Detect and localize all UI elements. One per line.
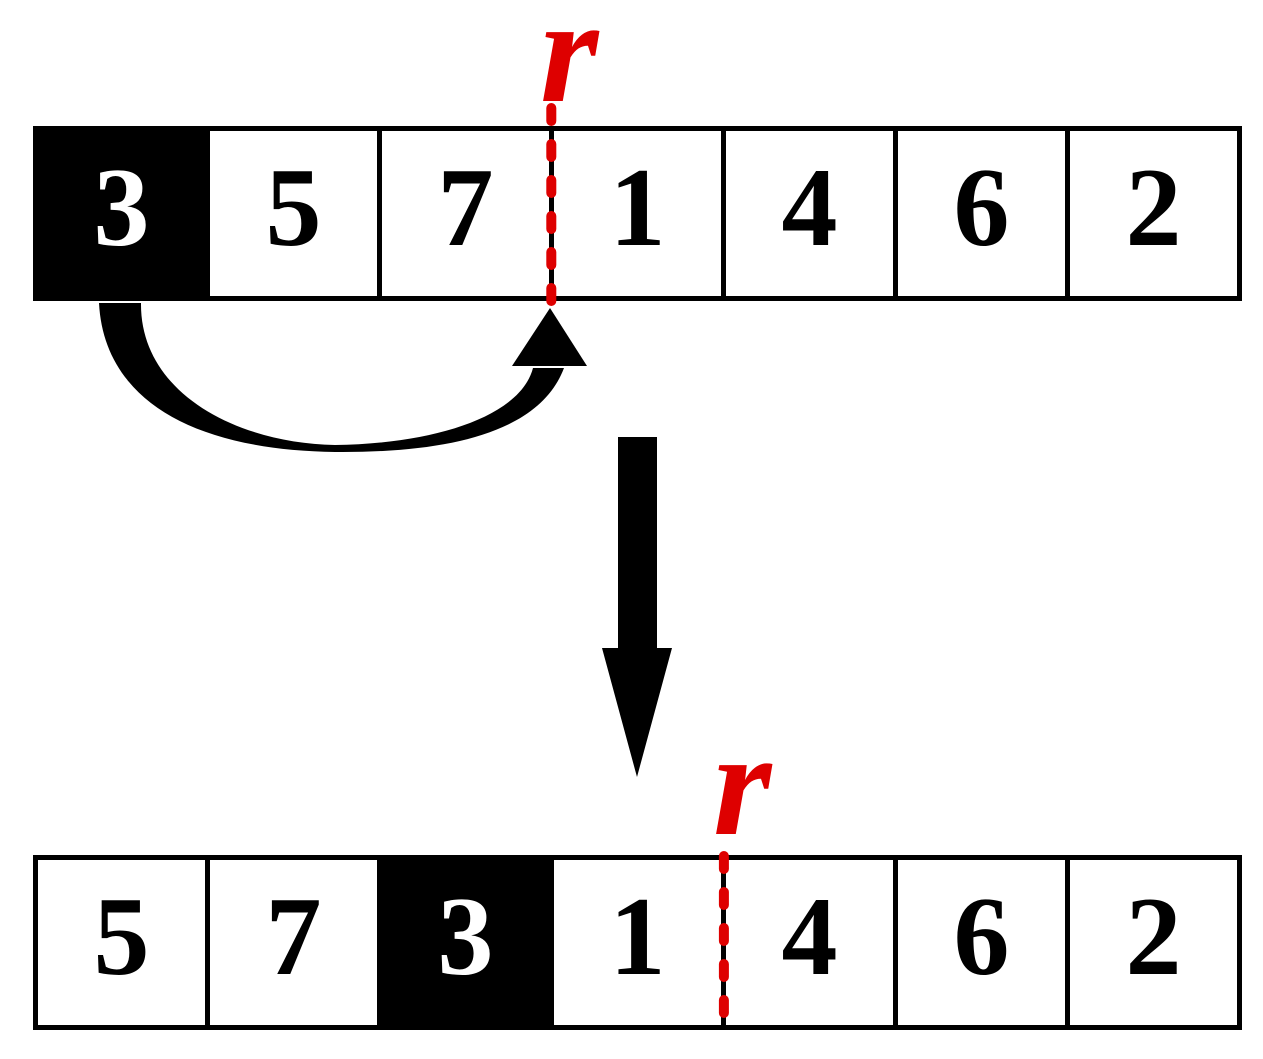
array-cell: 1 — [554, 126, 726, 301]
cell-value: 1 — [609, 145, 666, 270]
curved-move-arrow-tail — [99, 303, 564, 453]
array-cell: 3 — [33, 126, 210, 301]
array-cell: 7 — [210, 855, 382, 1030]
pointer-label-r-bottom: r — [713, 701, 772, 867]
array-cell: 2 — [1070, 855, 1242, 1030]
curved-move-arrow — [99, 303, 587, 453]
cell-value: 4 — [781, 145, 838, 270]
cell-value: 7 — [265, 874, 322, 999]
array-cell: 3 — [382, 855, 554, 1030]
array-cell: 7 — [382, 126, 554, 301]
array-row-bottom: 5 7 3 1 4 6 2 — [33, 855, 1242, 1030]
array-cell: 4 — [726, 855, 898, 1030]
cell-value: 5 — [265, 145, 322, 270]
cell-value: 6 — [953, 145, 1010, 270]
down-transform-arrow — [602, 437, 672, 777]
array-cell: 2 — [1070, 126, 1242, 301]
array-cell: 6 — [898, 855, 1070, 1030]
cell-value: 3 — [437, 874, 494, 999]
curved-move-arrow-head — [512, 308, 587, 366]
cell-value: 5 — [93, 874, 150, 999]
array-cell: 5 — [210, 126, 382, 301]
pointer-label-r-top: r — [540, 0, 599, 134]
array-cell: 5 — [33, 855, 210, 1030]
cell-value: 6 — [953, 874, 1010, 999]
cell-value: 2 — [1125, 874, 1182, 999]
cell-value: 7 — [437, 145, 494, 270]
cell-value: 1 — [609, 874, 666, 999]
array-row-top: 3 5 7 1 4 6 2 — [33, 126, 1242, 301]
cell-value: 2 — [1125, 145, 1182, 270]
array-cell: 6 — [898, 126, 1070, 301]
array-cell: 1 — [554, 855, 726, 1030]
cell-value: 4 — [781, 874, 838, 999]
cell-value: 3 — [93, 145, 150, 270]
array-cell: 4 — [726, 126, 898, 301]
